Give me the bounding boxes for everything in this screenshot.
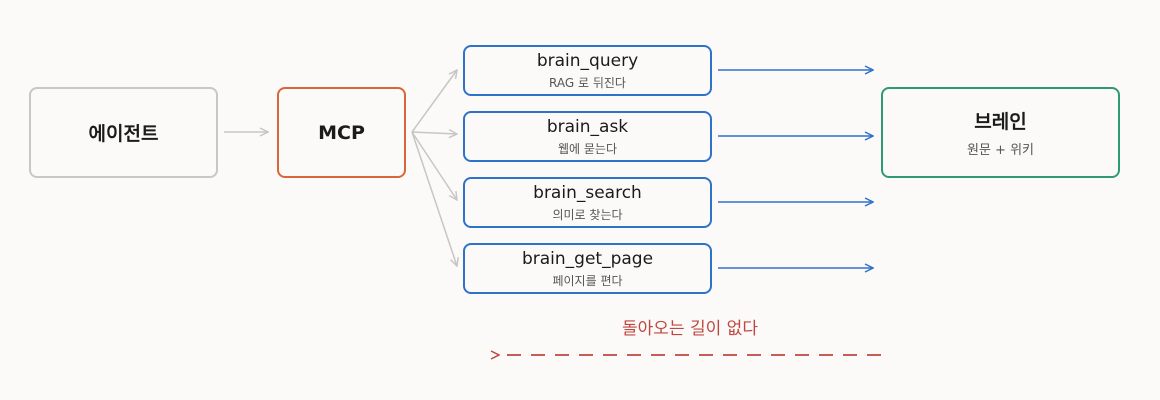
- mcp-label: MCP: [318, 121, 365, 144]
- tool-description: 페이지를 편다: [552, 273, 623, 288]
- tool-name: brain_query: [536, 50, 639, 71]
- arrow-mcp-to-brain-get-page: [411, 131, 457, 266]
- tool-name: brain_get_page: [521, 248, 654, 269]
- arrow-mcp-to-brain-ask: [411, 132, 457, 134]
- return-note: 돌아오는 길이 없다: [622, 319, 758, 339]
- tool-name: brain_ask: [546, 116, 629, 137]
- brain-sublabel: 원문 + 위키: [967, 143, 1034, 158]
- tool-node-brain-search: brain_search 의미로 찾는다: [463, 177, 712, 228]
- tool-name: brain_search: [533, 182, 642, 203]
- tool-description: 웹에 묻는다: [557, 141, 617, 156]
- arrow-mcp-to-brain-query: [411, 70, 457, 133]
- tool-node-brain-query: brain_query RAG 로 뒤진다: [463, 45, 712, 96]
- tool-description: RAG 로 뒤진다: [549, 75, 626, 90]
- tool-description: 의미로 찾는다: [552, 207, 623, 222]
- tool-node-brain-get-page: brain_get_page 페이지를 편다: [463, 243, 712, 294]
- tool-node-brain-ask: brain_ask 웹에 묻는다: [463, 111, 712, 162]
- agent-node: 에이전트: [29, 87, 218, 178]
- mcp-node: MCP: [277, 87, 406, 178]
- brain-node: 브레인 원문 + 위키: [881, 87, 1120, 178]
- arrow-mcp-to-brain-search: [411, 131, 457, 200]
- brain-label: 브레인: [974, 111, 1027, 133]
- agent-label: 에이전트: [88, 123, 159, 145]
